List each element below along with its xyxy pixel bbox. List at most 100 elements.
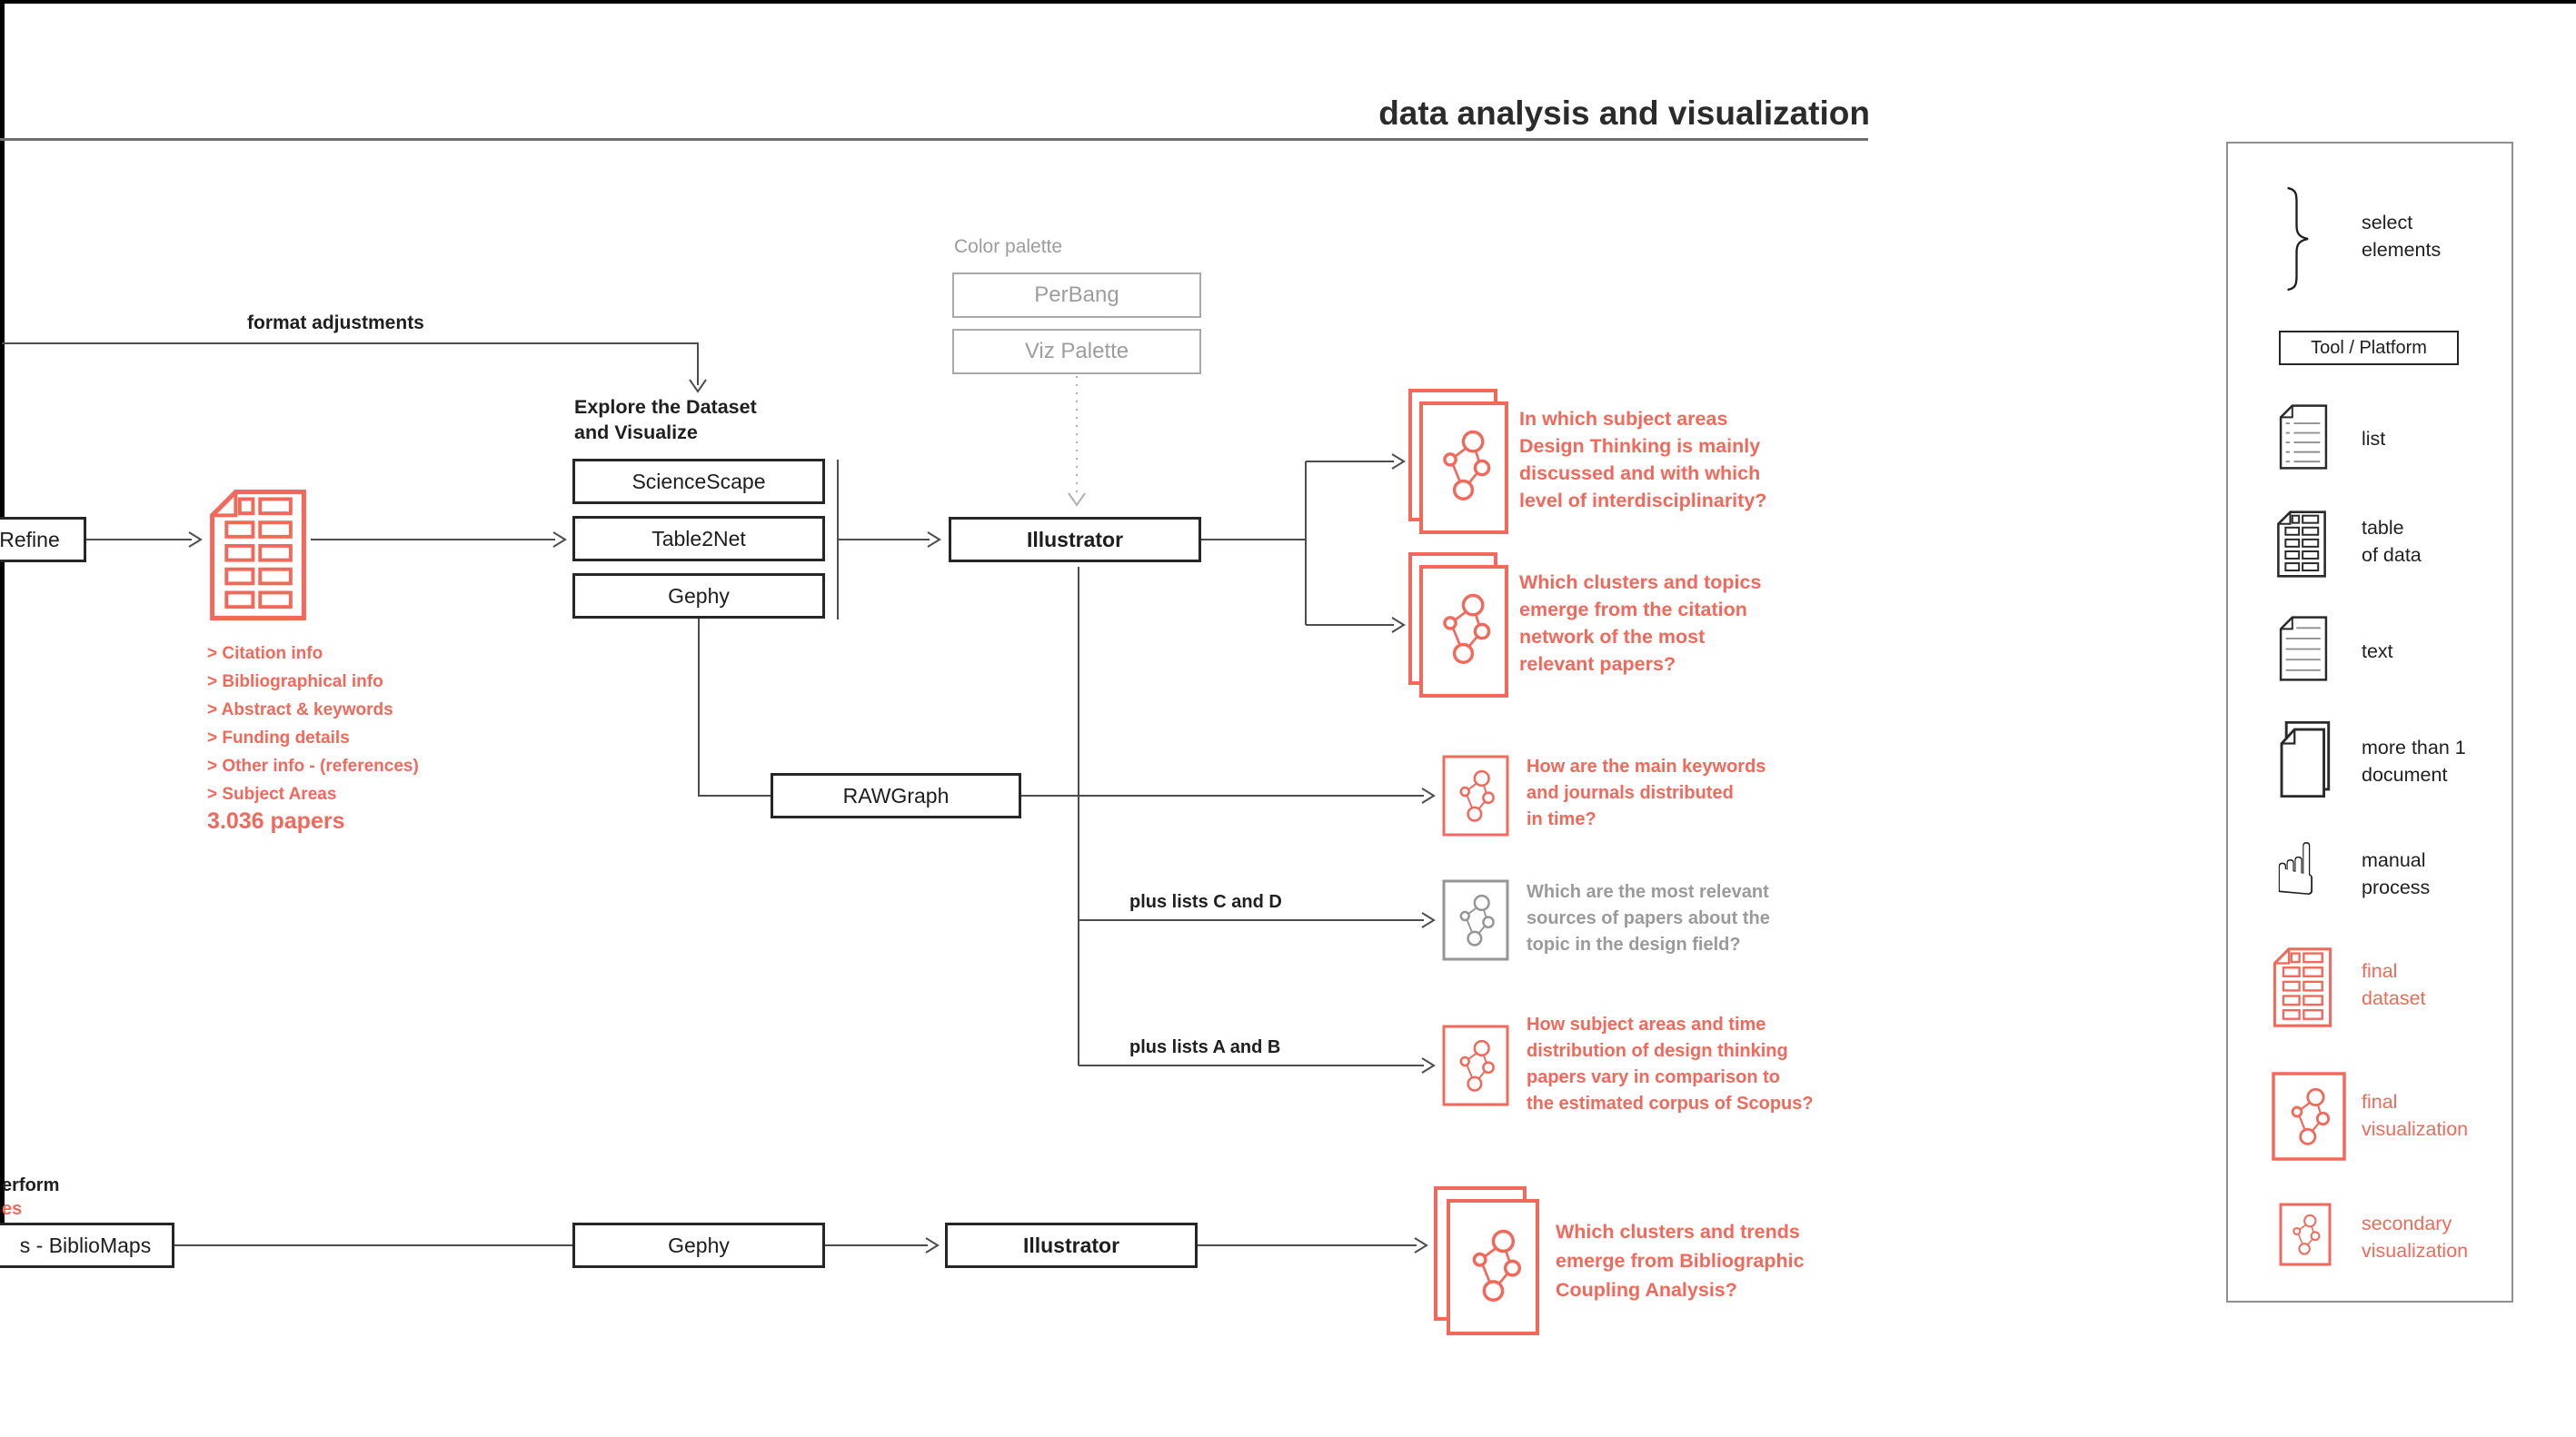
- bottom-gephy-box-label: Gephy: [668, 1233, 730, 1257]
- question-line: distribution of design thinking: [1527, 1041, 1788, 1061]
- perbang-box-label: PerBang: [1034, 282, 1119, 307]
- refine-box-label: Refine: [0, 527, 60, 551]
- more-than-one-document-icon: [2272, 721, 2332, 798]
- table2net-box: Table2Net: [572, 516, 825, 561]
- question-line: Design Thinking is mainly: [1519, 435, 1761, 457]
- illustrator-box-label: Illustrator: [1026, 527, 1124, 551]
- legend-secondary-visualization-line1: secondary: [2362, 1213, 2452, 1234]
- bibliomaps-box: s - BiblioMaps: [0, 1223, 174, 1268]
- legend-more-than-one-line2: document: [2362, 764, 2448, 786]
- legend-final-visualization-icon: [2272, 1072, 2346, 1161]
- final-visualization-icon: [1434, 1186, 1539, 1335]
- question-clusters-topics: Which clusters and topics emerge from th…: [1519, 569, 1761, 678]
- question-line: relevant papers?: [1519, 653, 1676, 675]
- refine-box: Refine: [0, 517, 86, 562]
- cut-text-perform: erform: [2, 1175, 60, 1195]
- dataset-field: > Other info - (references): [207, 757, 419, 776]
- legend-tool-platform-box: Tool / Platform: [2279, 331, 2459, 365]
- rawgraph-box: RAWGraph: [771, 773, 1021, 818]
- question-line: Which clusters and topics: [1519, 571, 1762, 593]
- dataset-field: > Abstract & keywords: [207, 700, 393, 719]
- dataset-field: > Subject Areas: [207, 785, 337, 804]
- legend-final-dataset-line1: final: [2362, 960, 2398, 982]
- question-bibliographic-coupling: Which clusters and trends emerge from Bi…: [1556, 1217, 1805, 1304]
- bibliomaps-box-label: s - BiblioMaps: [19, 1233, 152, 1257]
- question-line: Which clusters and trends: [1556, 1221, 1800, 1243]
- question-relevant-sources: Which are the most relevant sources of p…: [1527, 879, 1770, 958]
- legend-table-label-line2: of data: [2362, 544, 2422, 566]
- secondary-visualization-icon: [1442, 755, 1509, 837]
- legend-final-visualization-line1: final: [2362, 1091, 2398, 1113]
- legend-final-dataset-line2: dataset: [2362, 987, 2426, 1009]
- vizpalette-box-label: Viz Palette: [1024, 339, 1129, 363]
- cut-text-es: es: [2, 1199, 23, 1219]
- question-line: emerge from Bibliographic: [1556, 1250, 1805, 1272]
- title-underline: [0, 138, 1868, 141]
- gephy-box: Gephy: [572, 573, 825, 619]
- question-line: the estimated corpus of Scopus?: [1527, 1094, 1814, 1114]
- legend-tool-platform-label: Tool / Platform: [2311, 337, 2427, 358]
- question-line: Coupling Analysis?: [1556, 1279, 1737, 1301]
- left-border: [0, 0, 5, 1268]
- sciencescape-box: ScienceScape: [572, 459, 825, 504]
- question-line: sources of papers about the: [1527, 908, 1770, 928]
- manual-process-hand-icon: ☝: [2273, 828, 2318, 912]
- plus-lists-ab-label: plus lists A and B: [1129, 1037, 1281, 1057]
- bottom-illustrator-box: Illustrator: [945, 1223, 1198, 1268]
- select-elements-brace-icon: [2284, 180, 2317, 298]
- legend-panel: select elements Tool / Platform list tab…: [2226, 142, 2513, 1303]
- legend-secondary-visualization-icon: [2279, 1203, 2332, 1266]
- question-line: In which subject areas: [1519, 408, 1728, 430]
- perbang-box: PerBang: [952, 273, 1201, 318]
- question-line: topic in the design field?: [1527, 935, 1741, 955]
- final-visualization-icon: [1408, 552, 1508, 698]
- dataset-fields: > Citation info > Bibliographical info >…: [207, 639, 419, 808]
- legend-manual-process-line2: process: [2362, 877, 2431, 898]
- question-line: level of interdisciplinarity?: [1519, 490, 1767, 511]
- rawgraph-box-label: RAWGraph: [842, 783, 950, 808]
- legend-manual-process-line1: manual: [2362, 849, 2426, 871]
- page-title: data analysis and visualization: [1378, 94, 1870, 132]
- legend-select-elements-line2: elements: [2362, 239, 2442, 261]
- top-border: [0, 0, 2576, 4]
- vizpalette-box: Viz Palette: [952, 329, 1201, 374]
- bottom-gephy-box: Gephy: [572, 1223, 825, 1268]
- question-line: papers vary in comparison to: [1527, 1067, 1780, 1087]
- question-line: in time?: [1527, 809, 1596, 829]
- color-palette-label: Color palette: [954, 236, 1063, 257]
- gephy-box-label: Gephy: [668, 583, 730, 608]
- legend-select-elements-line1: select: [2362, 212, 2413, 233]
- illustrator-box: Illustrator: [949, 517, 1201, 562]
- question-line: and journals distributed: [1527, 783, 1734, 803]
- final-visualization-icon: [1408, 389, 1508, 534]
- legend-secondary-visualization-line2: visualization: [2362, 1240, 2469, 1262]
- dataset-field: > Citation info: [207, 644, 323, 663]
- question-line: Which are the most relevant: [1527, 882, 1769, 902]
- plus-lists-cd-label: plus lists C and D: [1129, 892, 1282, 912]
- question-line: How are the main keywords: [1527, 757, 1766, 777]
- legend-list-label: list: [2362, 428, 2386, 450]
- question-keywords-time: How are the main keywords and journals d…: [1527, 754, 1765, 833]
- table-of-data-icon: [2273, 510, 2330, 578]
- explore-label-line1: Explore the Dataset: [574, 396, 757, 418]
- secondary-visualization-icon: [1442, 1025, 1509, 1106]
- secondary-visualization-icon-gray: [1442, 879, 1509, 961]
- question-subject-areas: In which subject areas Design Thinking i…: [1519, 405, 1766, 514]
- dataset-field: > Bibliographical info: [207, 672, 383, 691]
- question-line: emerge from the citation: [1519, 599, 1747, 620]
- final-dataset-icon: [207, 487, 309, 623]
- dataset-field: > Funding details: [207, 728, 350, 748]
- question-scopus-comparison: How subject areas and time distribution …: [1527, 1012, 1814, 1117]
- legend-text-label: text: [2362, 640, 2393, 662]
- table2net-box-label: Table2Net: [651, 526, 746, 550]
- explore-label-line2: and Visualize: [574, 421, 698, 443]
- dataset-count: 3.036 papers: [207, 808, 345, 834]
- list-icon: [2275, 404, 2332, 470]
- legend-more-than-one-line1: more than 1: [2362, 737, 2466, 758]
- legend-final-dataset-icon: [2272, 943, 2333, 1032]
- question-line: network of the most: [1519, 626, 1706, 648]
- legend-final-visualization-line2: visualization: [2362, 1118, 2469, 1140]
- bottom-illustrator-box-label: Illustrator: [1022, 1233, 1120, 1257]
